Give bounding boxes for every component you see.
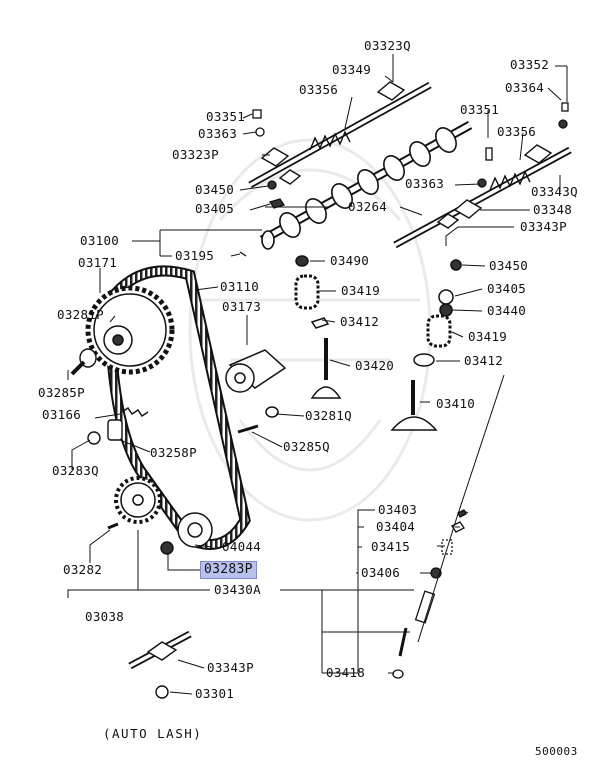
part-label-03301: 03301 [195,686,235,701]
part-label-04044: 04044 [222,539,262,554]
part-label-03285P: 03285P [38,385,85,400]
part-label-03281Q: 03281Q [305,408,352,423]
part-label-03038: 03038 [85,609,125,624]
part-label-03110: 03110 [220,279,260,294]
part-label-03349: 03349 [332,62,372,77]
valve-train [294,255,462,431]
part-label-03171: 03171 [78,255,118,270]
crankshaft-sprocket [114,476,213,548]
part-label-03283Q: 03283Q [52,463,99,478]
auto-lash-caption: (AUTO LASH) [103,726,203,741]
leader-lines [67,54,568,695]
part-label-03323Q: 03323Q [364,38,411,53]
part-label-03356-left: 03356 [299,82,339,97]
part-label-03323P: 03323P [172,147,219,162]
small-fittings [239,102,569,257]
part-label-03363-left: 03363 [198,126,238,141]
part-label-03352: 03352 [510,57,550,72]
part-label-03363-right: 03363 [405,176,445,191]
part-label-03406: 03406 [361,565,401,580]
part-label-03419-left: 03419 [341,283,381,298]
highlighted-part-label-03283P[interactable]: 03283P [200,561,257,579]
part-label-03343P-autolash: 03343P [207,660,254,675]
part-label-03351-left: 03351 [206,109,246,124]
part-label-03264: 03264 [348,199,388,214]
part-label-03364: 03364 [505,80,545,95]
part-label-03412-left: 03412 [340,314,380,329]
part-label-03430A: 03430A [214,582,261,597]
part-label-03356-right: 03356 [497,124,537,139]
left-hardware [70,348,174,555]
part-label-03285Q: 03285Q [283,439,330,454]
diagram-code: 500003 [535,745,578,758]
part-label-03173: 03173 [222,299,262,314]
rocker-shaft-upper [248,81,432,189]
belt-tensioner [225,349,287,434]
part-label-03281P: 03281P [57,307,104,322]
part-label-03410: 03410 [436,396,476,411]
rocker-shaft-right [393,144,572,249]
part-label-03405-right: 03405 [487,281,527,296]
auto-lash-shaft [128,630,192,699]
part-label-03418: 03418 [326,665,366,680]
part-label-03351-right: 03351 [460,102,500,117]
part-label-03100: 03100 [80,233,120,248]
part-label-03343P-right: 03343P [520,219,567,234]
part-label-03419-right: 03419 [468,329,508,344]
part-label-03440: 03440 [487,303,527,318]
camshaft-sprocket [85,285,175,375]
watermark-emblem [188,138,432,522]
part-label-03450-left: 03450 [195,182,235,197]
part-label-03404: 03404 [376,519,416,534]
camshaft-left [259,121,473,250]
part-label-03195: 03195 [175,248,215,263]
part-label-03282: 03282 [63,562,103,577]
part-label-03258P: 03258P [150,445,197,460]
part-label-03166: 03166 [42,407,82,422]
part-label-03450-right: 03450 [489,258,529,273]
part-label-03348: 03348 [533,202,573,217]
part-label-03403: 03403 [378,502,418,517]
part-label-03412-right: 03412 [464,353,504,368]
part-label-03343Q: 03343Q [531,184,578,199]
part-label-03405-left: 03405 [195,201,235,216]
lash-adjuster-parts [392,509,467,679]
timing-belt [104,265,251,550]
part-label-03490: 03490 [330,253,370,268]
part-label-03415: 03415 [371,539,411,554]
part-label-03420: 03420 [355,358,395,373]
